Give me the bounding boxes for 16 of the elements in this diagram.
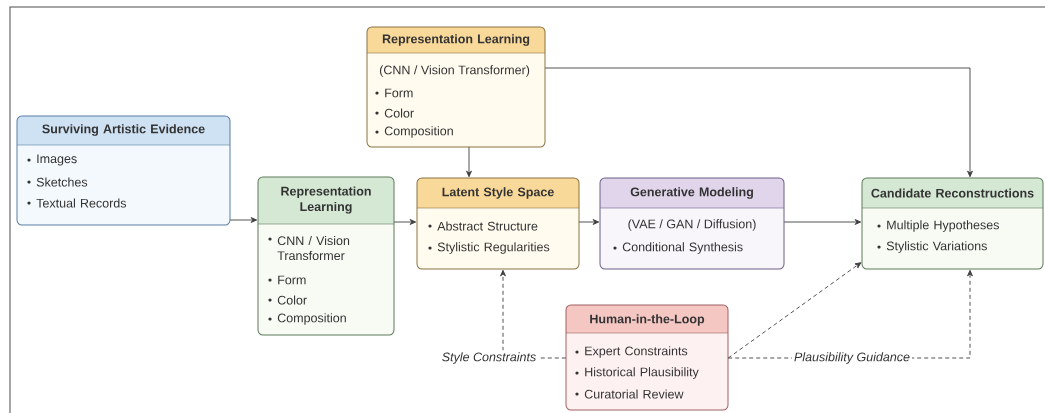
arrow	[393, 219, 417, 225]
arrow	[783, 219, 862, 225]
arrow	[229, 217, 258, 223]
arrow	[727, 262, 862, 359]
edge-label: Style Constraints	[439, 350, 539, 366]
arrow	[578, 219, 600, 225]
process-box: Representation Learning (CNN / Vision Transformer) Form Color Composition	[366, 26, 546, 148]
process-box: Generative Modeling (VAE / GAN / Diffusion) Conditional Synthesis	[599, 177, 785, 270]
process-box: Representation Learning CNN / Vision Transformer Form Color Composition	[257, 176, 395, 336]
arrow	[544, 67, 973, 178]
edge-label: Plausibility Guidance	[792, 350, 912, 366]
process-box: Latent Style Space Abstract Structure Stylistic Regularities	[416, 177, 580, 270]
process-box: Candidate Reconstructions Multiple Hypotheses Stylistic Variations	[861, 177, 1044, 270]
arrow	[466, 146, 472, 178]
process-box: Human-in-the-Loop Expert Constraints Historical Plausibility Curatorial Review	[565, 304, 729, 411]
process-box: Surviving Artistic Evidence Images Sketches Textual Records	[16, 115, 231, 226]
